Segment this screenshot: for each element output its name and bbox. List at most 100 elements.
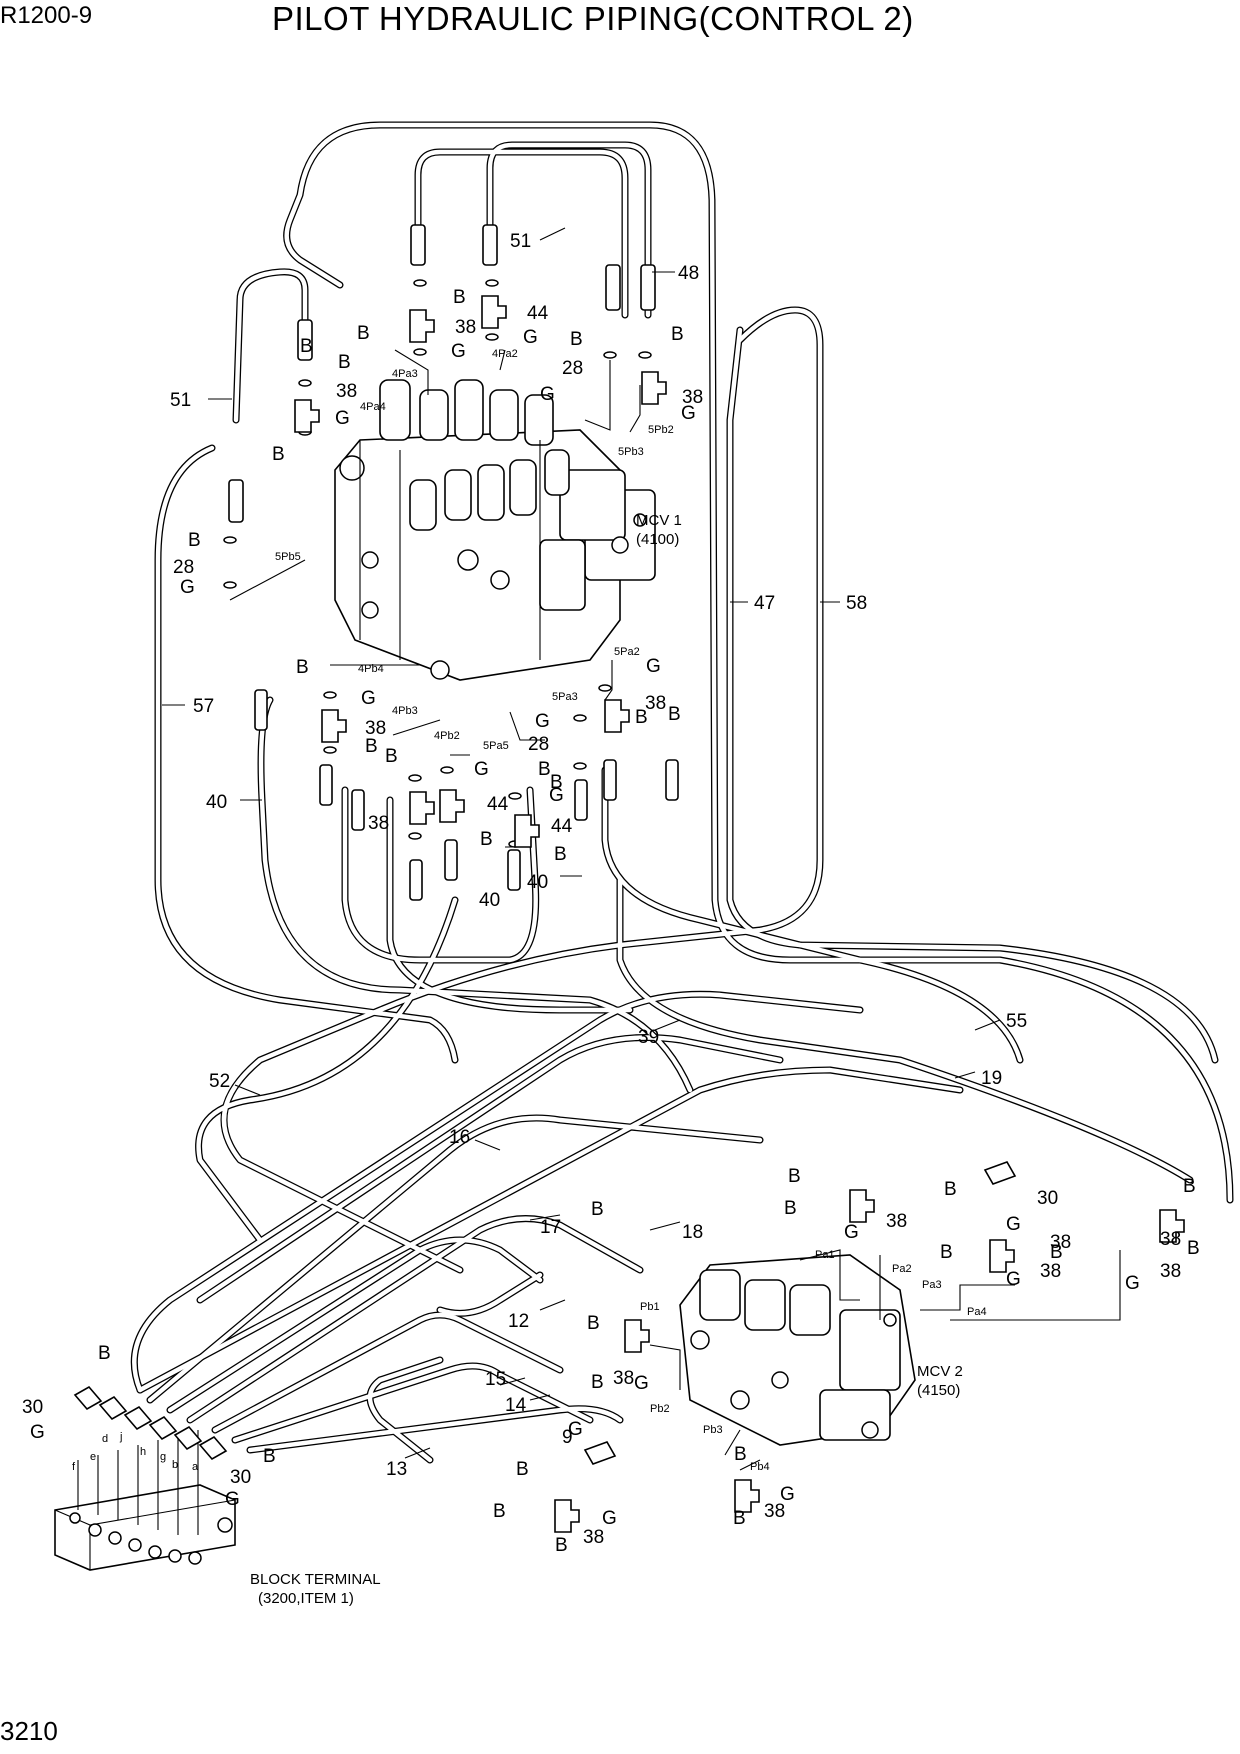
callout: 58: [846, 593, 867, 614]
port-label: 4Pa4: [360, 401, 386, 413]
callout-g: G: [540, 384, 555, 405]
port-label: 5Pa3: [552, 691, 578, 703]
callout: 16: [449, 1127, 470, 1148]
port-label: 4Pb4: [358, 663, 384, 675]
callout: 38: [368, 813, 389, 834]
callout-b: B: [365, 736, 378, 757]
callout-g: G: [780, 1484, 795, 1505]
block-terminal-name: BLOCK TERMINAL: [250, 1571, 381, 1588]
callout: 38: [764, 1501, 785, 1522]
callout: 40: [527, 872, 548, 893]
callout: 38: [645, 693, 666, 714]
callout: 14: [505, 1395, 527, 1416]
callout-g: G: [335, 408, 350, 429]
callout: 28: [528, 734, 549, 755]
mcv2-name: MCV 2: [917, 1363, 963, 1380]
fittings: [73, 224, 1185, 1533]
port-label: Pb1: [640, 1301, 660, 1313]
callout-g: G: [451, 341, 466, 362]
callout: 40: [206, 792, 227, 813]
callout-g: G: [646, 656, 661, 677]
port-label: Pa2: [892, 1263, 912, 1275]
callout-b: B: [98, 1343, 111, 1364]
page-title: PILOT HYDRAULIC PIPING(CONTROL 2): [272, 0, 914, 37]
callout: 38: [613, 1368, 634, 1389]
callout-b: B: [453, 287, 466, 308]
port-label: 5Pb3: [618, 446, 644, 458]
callout-b: B: [555, 1535, 568, 1556]
callout-g: G: [1006, 1214, 1021, 1235]
mcv2-valve: [679, 1254, 916, 1446]
port-label: 5Pb2: [648, 424, 674, 436]
page-number: 3210: [0, 1716, 58, 1746]
callout-b: B: [591, 1199, 604, 1220]
callout: 38: [1050, 1232, 1071, 1253]
callout-b: B: [671, 324, 684, 345]
callout: 51: [170, 390, 191, 411]
port-label: Pb4: [750, 1461, 770, 1473]
callout-g: G: [180, 577, 195, 598]
callout-b: B: [668, 704, 681, 725]
callout: 30: [230, 1467, 251, 1488]
callout-b: B: [1187, 1238, 1200, 1259]
callout-g: G: [361, 688, 376, 709]
callout: 38: [455, 317, 476, 338]
callout-b: B: [734, 1444, 747, 1465]
hose-top-b: [196, 1034, 784, 1304]
callout-b: B: [188, 530, 201, 551]
mcv1-code: (4100): [636, 531, 679, 548]
port-label: 4Pa3: [392, 368, 418, 380]
callout-b: B: [480, 829, 493, 850]
terminal-letter: h: [140, 1446, 146, 1458]
hose-51-left: [232, 268, 309, 424]
callout-g: G: [681, 403, 696, 424]
callout-b: B: [784, 1198, 797, 1219]
terminal-letter: a: [192, 1461, 199, 1473]
callout: 12: [508, 1311, 529, 1332]
port-label: 4Pa2: [492, 348, 518, 360]
callout-b: B: [550, 772, 563, 793]
callout-b: B: [296, 657, 309, 678]
callout-g: G: [1006, 1269, 1021, 1290]
callout: 30: [1037, 1188, 1058, 1209]
callout: 30: [22, 1397, 43, 1418]
callout: 38: [1160, 1261, 1181, 1282]
callout-b: B: [516, 1459, 529, 1480]
callout-b: B: [635, 707, 648, 728]
callout: 38: [336, 381, 357, 402]
callout-g: G: [634, 1373, 649, 1394]
mcv1-valve: [334, 379, 656, 681]
callout-g: G: [1125, 1273, 1140, 1294]
leader-lines: [162, 227, 1121, 1471]
callout-b: B: [1183, 1176, 1196, 1197]
callout-b: B: [554, 844, 567, 865]
hose-47: [726, 326, 1219, 1064]
callout: 28: [173, 557, 194, 578]
model-code: R1200-9: [0, 2, 93, 29]
callout-b: B: [357, 323, 370, 344]
callout: 40: [479, 890, 500, 911]
hose-group: [130, 121, 1234, 1464]
callout-b: B: [788, 1166, 801, 1187]
callout: 28: [562, 358, 583, 379]
callout-g: G: [602, 1508, 617, 1529]
terminal-letter: j: [119, 1431, 122, 1443]
callout: 38: [682, 387, 703, 408]
terminal-letters: f e d j h g b a: [72, 1431, 199, 1473]
callout: 18: [682, 1222, 703, 1243]
block-terminal-ref: (3200,ITEM 1): [258, 1590, 354, 1607]
callout-g: G: [225, 1489, 240, 1510]
callout: 44: [527, 303, 549, 324]
callout: 51: [510, 231, 531, 252]
port-label: 4Pb2: [434, 730, 460, 742]
callout: 52: [209, 1071, 230, 1092]
callout-g: G: [844, 1222, 859, 1243]
port-label: Pb2: [650, 1403, 670, 1415]
callout-b: B: [591, 1372, 604, 1393]
callout: 15: [485, 1369, 506, 1390]
callout-g: G: [474, 759, 489, 780]
port-label: Pa4: [967, 1306, 987, 1318]
callout-g: G: [535, 711, 550, 732]
